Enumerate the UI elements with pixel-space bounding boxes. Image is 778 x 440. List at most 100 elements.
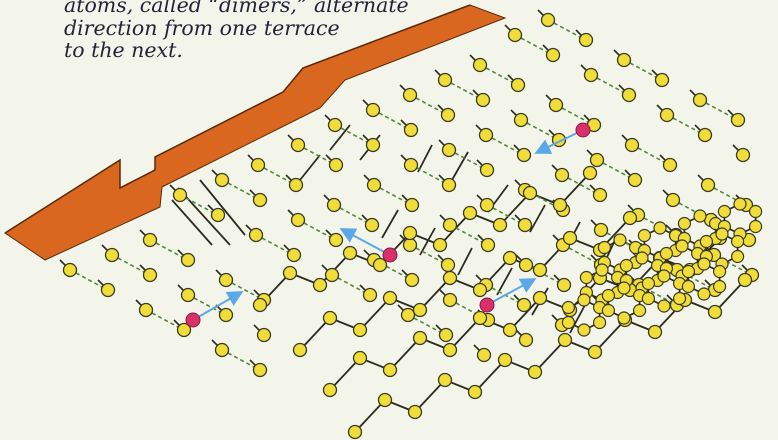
silicon-atom	[469, 386, 482, 399]
silicon-atom	[329, 119, 342, 132]
silicon-atom	[482, 239, 495, 252]
silicon-atom	[682, 266, 694, 278]
silicon-atom	[519, 219, 532, 232]
silicon-atom	[614, 234, 626, 246]
silicon-atom	[440, 329, 453, 342]
adatom	[576, 123, 590, 137]
silicon-atom	[414, 332, 427, 345]
silicon-atom	[618, 312, 630, 324]
silicon-atom	[667, 194, 680, 207]
silicon-atom	[402, 309, 415, 322]
silicon-atom	[499, 354, 512, 367]
silicon-atom	[480, 129, 493, 142]
silicon-atom	[750, 221, 762, 233]
silicon-atom	[292, 214, 305, 227]
silicon-atom	[732, 251, 744, 263]
silicon-atom	[676, 240, 688, 252]
silicon-atom	[739, 274, 752, 287]
silicon-atom	[562, 317, 574, 329]
silicon-atom	[477, 94, 490, 107]
silicon-atom	[584, 167, 597, 180]
silicon-atom	[442, 259, 455, 272]
silicon-atom	[288, 249, 301, 262]
silicon-atom	[578, 324, 590, 336]
silicon-atom	[294, 344, 307, 357]
silicon-atom	[102, 284, 115, 297]
silicon-atom	[558, 279, 571, 292]
silicon-atom	[636, 252, 648, 264]
silicon-atom	[140, 304, 153, 317]
silicon-atom	[405, 124, 418, 137]
silicon-atom	[602, 305, 614, 317]
silicon-atom	[368, 179, 381, 192]
silicon-atom	[580, 272, 592, 284]
silicon-atom	[144, 269, 157, 282]
silicon-atom	[585, 69, 598, 82]
silicon-atom	[324, 312, 337, 325]
silicon-atom	[384, 292, 397, 305]
terrace-step	[5, 5, 505, 260]
silicon-atom	[591, 154, 604, 167]
dimer-bond	[172, 200, 212, 245]
silicon-atom	[442, 109, 455, 122]
silicon-atom	[534, 292, 547, 305]
silicon-atom	[626, 139, 639, 152]
dimer-bond	[200, 180, 245, 235]
silicon-atom	[504, 252, 517, 265]
dimer-bond	[530, 205, 545, 232]
silicon-atom	[439, 74, 452, 87]
silicon-atom	[444, 294, 457, 307]
silicon-atom	[374, 259, 387, 272]
adatom	[480, 298, 494, 312]
dimer-bond	[382, 210, 398, 238]
silicon-atom	[354, 352, 367, 365]
silicon-atom	[564, 232, 577, 245]
atom-layer	[64, 14, 762, 439]
silicon-atom	[734, 198, 746, 210]
silicon-atom	[474, 284, 487, 297]
silicon-atom	[658, 300, 670, 312]
silicon-atom	[379, 394, 392, 407]
silicon-atom	[520, 259, 533, 272]
dimer-bond	[452, 152, 468, 180]
silicon-atom	[494, 219, 507, 232]
silicon-atom	[547, 49, 560, 62]
silicon-atom	[598, 242, 610, 254]
silicon-atom	[550, 99, 563, 112]
silicon-atom	[405, 159, 418, 172]
silicon-atom	[660, 248, 672, 260]
adatom	[383, 248, 397, 262]
silicon-atom	[439, 374, 452, 387]
silicon-atom	[404, 239, 417, 252]
silicon-atom	[220, 274, 233, 287]
silicon-atom	[515, 114, 528, 127]
silicon-atom	[443, 179, 456, 192]
silicon-atom	[658, 270, 670, 282]
silicon-atom	[634, 305, 646, 317]
silicon-atom	[714, 281, 726, 293]
silicon-atom	[534, 264, 547, 277]
silicon-atom	[664, 159, 677, 172]
adatom	[186, 313, 200, 327]
silicon-atom	[367, 104, 380, 117]
silicon-atom	[474, 59, 487, 72]
silicon-atom	[344, 247, 357, 260]
silicon-atom	[618, 282, 630, 294]
silicon-atom	[404, 227, 417, 240]
silicon-atom	[366, 219, 379, 232]
silicon-atom	[714, 266, 726, 278]
silicon-atom	[559, 334, 572, 347]
dimer-bond	[497, 268, 512, 295]
silicon-atom	[638, 230, 650, 242]
silicon-atom	[716, 228, 728, 240]
silicon-atom	[602, 290, 614, 302]
silicon-atom	[254, 194, 267, 207]
silicon-atom	[732, 114, 745, 127]
silicon-atom	[512, 79, 525, 92]
silicon-atom	[698, 258, 710, 270]
silicon-atom	[464, 207, 477, 220]
silicon-atom	[709, 306, 722, 319]
silicon-atom	[404, 89, 417, 102]
silicon-atom	[220, 309, 233, 322]
silicon-atom	[596, 264, 608, 276]
